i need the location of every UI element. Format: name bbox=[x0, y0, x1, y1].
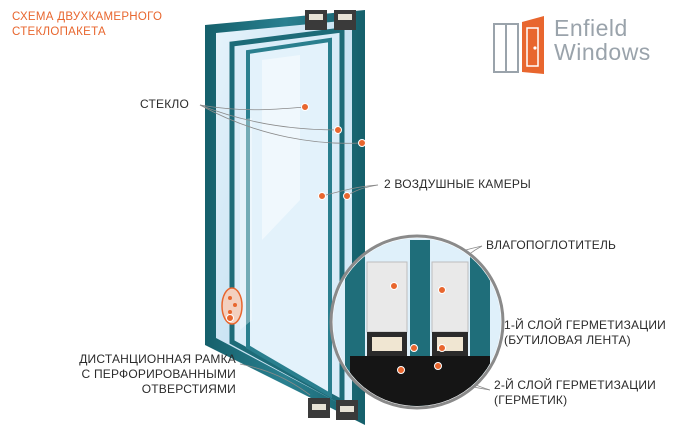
label-glass: СТЕКЛО bbox=[140, 97, 190, 111]
marker-dots bbox=[226, 103, 446, 374]
spacer-line-2: С ПЕРФОРИРОВАННЫМИ bbox=[81, 367, 236, 381]
label-desiccant: ВЛАГОПОГЛОТИТЕЛЬ bbox=[486, 238, 617, 252]
label-spacer-frame: ДИСТАНЦИОННАЯ РАМКА С ПЕРФОРИРОВАННЫМИ О… bbox=[40, 352, 236, 397]
title-line-2: СТЕКЛОПАКЕТА bbox=[12, 26, 107, 38]
brand-line-2: Windows bbox=[554, 39, 651, 65]
zoom-cross-section bbox=[329, 234, 505, 410]
seal1-line-2: (БУТИЛОВАЯ ЛЕНТА) bbox=[504, 333, 631, 347]
seal2-line-1: 2-Й СЛОЙ ГЕРМЕТИЗАЦИИ bbox=[494, 378, 656, 392]
spacer-line-1: ДИСТАНЦИОННАЯ РАМКА bbox=[79, 352, 236, 366]
seal2-line-2: (ГЕРМЕТИК) bbox=[494, 393, 568, 407]
door-logo-icon bbox=[493, 16, 544, 74]
label-seal-layer-2: 2-Й СЛОЙ ГЕРМЕТИЗАЦИИ (ГЕРМЕТИК) bbox=[494, 378, 656, 408]
diagram-title: СХЕМА ДВУХКАМЕРНОГО СТЕКЛОПАКЕТА bbox=[12, 10, 162, 40]
label-air-chambers: 2 ВОЗДУШНЫЕ КАМЕРЫ bbox=[384, 177, 531, 191]
label-seal-layer-1: 1-Й СЛОЙ ГЕРМЕТИЗАЦИИ (БУТИЛОВАЯ ЛЕНТА) bbox=[504, 318, 666, 348]
spacer-line-3: ОТВЕРСТИЯМИ bbox=[141, 382, 236, 396]
title-line-1: СХЕМА ДВУХКАМЕРНОГО bbox=[12, 11, 163, 23]
brand-logo: Enfield Windows bbox=[492, 16, 672, 76]
brand-line-1: Enfield bbox=[554, 15, 628, 41]
perforated-spacer-inset bbox=[221, 287, 243, 325]
glass-unit-frame bbox=[205, 10, 365, 425]
bottom-spacer-bars bbox=[308, 398, 358, 420]
top-spacer-bars bbox=[305, 10, 356, 30]
seal1-line-1: 1-Й СЛОЙ ГЕРМЕТИЗАЦИИ bbox=[504, 318, 666, 332]
